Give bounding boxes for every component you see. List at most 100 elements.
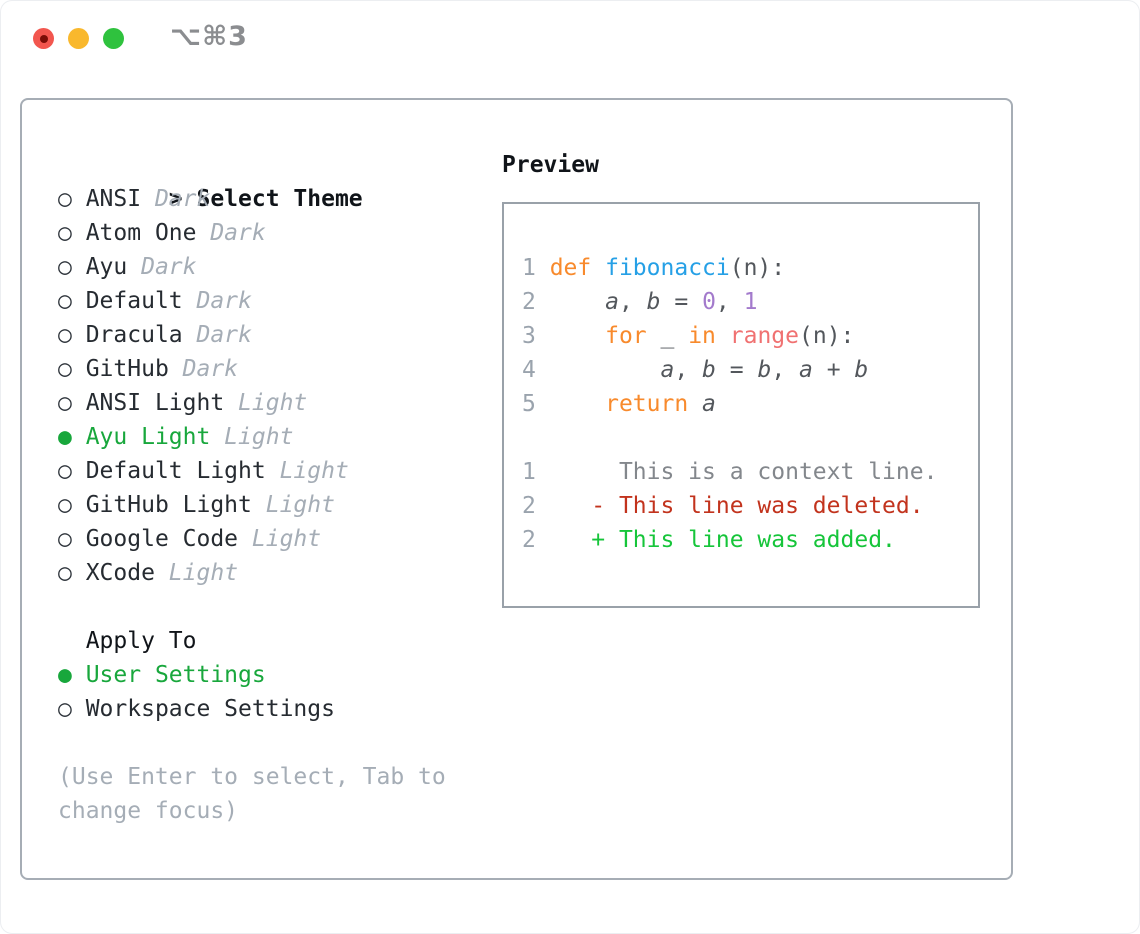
theme-name: ANSI: [85, 186, 142, 212]
theme-name: Ayu: [85, 254, 128, 280]
theme-variant: Light: [224, 390, 308, 416]
code-token: b: [854, 357, 869, 383]
line-number: 3: [522, 323, 550, 349]
radio-unselected-icon: ○: [58, 458, 86, 484]
theme-variant: Light: [154, 560, 239, 586]
code-token: _: [646, 323, 689, 349]
radio-unselected-icon: ○: [58, 254, 86, 280]
code-token: b: [702, 357, 716, 383]
theme-panel-title: Select Theme: [196, 186, 363, 212]
diff-line: 1 This is a context line.: [522, 455, 960, 489]
theme-option[interactable]: ○ GitHub Dark: [58, 352, 478, 386]
code-token: +: [812, 357, 855, 383]
apply-to-option[interactable]: ● User Settings: [58, 658, 478, 692]
theme-variant: Dark: [127, 254, 197, 280]
code-token: =: [715, 357, 758, 383]
radio-unselected-icon: ○: [58, 322, 86, 348]
theme-variant: Dark: [168, 356, 239, 382]
code-token: 1: [743, 289, 758, 315]
keyboard-hint: (Use Enter to select, Tab to change focu…: [58, 764, 460, 824]
apply-to-title: Apply To: [85, 628, 197, 654]
theme-name: Ayu Light: [85, 424, 211, 450]
theme-variant: Dark: [196, 220, 266, 246]
close-button[interactable]: [33, 28, 54, 49]
theme-variant: Dark: [141, 186, 211, 212]
diff-text: This is a context line.: [549, 459, 938, 485]
theme-list: ○ ANSI Dark○ Atom One Dark○ Ayu Dark○ De…: [58, 182, 478, 590]
close-dot-icon: [39, 34, 48, 43]
radio-unselected-icon: ○: [58, 560, 86, 586]
theme-option[interactable]: ○ GitHub Light Light: [58, 488, 478, 522]
code-token: a: [799, 357, 813, 383]
minimize-button[interactable]: [68, 28, 89, 49]
theme-name: Default: [85, 288, 183, 314]
code-token: [550, 323, 605, 349]
code-line: 3 for _ in range(n):: [522, 319, 960, 353]
diff-text: + This line was added.: [549, 527, 896, 553]
theme-variant: Dark: [182, 322, 252, 348]
line-number: 4: [522, 357, 550, 383]
theme-variant: Light: [210, 424, 294, 450]
code-token: ,: [771, 357, 800, 383]
code-token: a: [660, 357, 675, 383]
theme-name: Google Code: [85, 526, 239, 552]
line-number: 2: [522, 493, 550, 519]
code-token: [688, 391, 702, 417]
code-token: [550, 357, 661, 383]
line-number: 2: [522, 289, 550, 315]
theme-variant: Light: [265, 458, 349, 484]
theme-option[interactable]: ○ Google Code Light: [58, 522, 478, 556]
theme-name: Dracula: [85, 322, 183, 348]
line-number: 1: [522, 459, 550, 485]
theme-option[interactable]: ○ ANSI Dark: [58, 182, 478, 216]
theme-option[interactable]: ○ Dracula Dark: [58, 318, 478, 352]
apply-to-label: Workspace Settings: [85, 696, 335, 722]
radio-unselected-icon: ○: [58, 526, 86, 552]
theme-option[interactable]: ● Ayu Light Light: [58, 420, 478, 454]
line-number: 1: [522, 255, 550, 281]
code-token: =: [660, 289, 703, 315]
theme-option[interactable]: ○ Atom One Dark: [58, 216, 478, 250]
radio-unselected-icon: ○: [58, 186, 86, 212]
theme-option[interactable]: ○ Ayu Dark: [58, 250, 478, 284]
apply-to-option[interactable]: ○ Workspace Settings: [58, 692, 478, 726]
code-token: (n):: [799, 323, 855, 349]
code-token: a: [702, 391, 716, 417]
radio-unselected-icon: ○: [58, 356, 86, 382]
apply-to-label: User Settings: [85, 662, 266, 688]
theme-name: GitHub: [85, 356, 169, 382]
code-line: 2 a, b = 0, 1: [522, 285, 960, 319]
focus-caret-icon: >: [168, 186, 197, 212]
radio-unselected-icon: ○: [58, 696, 86, 722]
code-token: [716, 323, 730, 349]
line-number: 2: [522, 527, 550, 553]
radio-selected-icon: ●: [58, 662, 86, 688]
code-token: return: [605, 391, 689, 417]
preview-panel: Preview 1 def fibonacci(n):2 a, b = 0, 1…: [502, 148, 980, 608]
theme-option[interactable]: ○ ANSI Light Light: [58, 386, 478, 420]
traffic-lights: [33, 28, 124, 49]
code-line: 4 a, b = b, a + b: [522, 353, 960, 387]
zoom-button[interactable]: [103, 28, 124, 49]
code-token: [591, 255, 605, 281]
radio-unselected-icon: ○: [58, 288, 86, 314]
theme-variant: Light: [238, 526, 322, 552]
code-token: (n):: [729, 255, 786, 281]
code-token: fibonacci: [605, 255, 730, 281]
radio-unselected-icon: ○: [58, 390, 86, 416]
theme-selector-dialog: > Select Theme ○ ANSI Dark○ Atom One Dar…: [20, 98, 1013, 880]
code-token: range: [729, 323, 799, 349]
code-token: b: [757, 357, 772, 383]
theme-option[interactable]: ○ XCode Light: [58, 556, 478, 590]
code-token: ,: [715, 289, 744, 315]
theme-option[interactable]: ○ Default Light Light: [58, 454, 478, 488]
diff-block: 1 This is a context line.2 - This line w…: [522, 455, 960, 557]
line-number: 5: [522, 391, 550, 417]
theme-name: XCode: [85, 560, 155, 586]
theme-panel-header: > Select Theme: [58, 148, 478, 212]
theme-name: Default Light: [85, 458, 266, 484]
code-token: b: [646, 289, 661, 315]
theme-option[interactable]: ○ Default Dark: [58, 284, 478, 318]
